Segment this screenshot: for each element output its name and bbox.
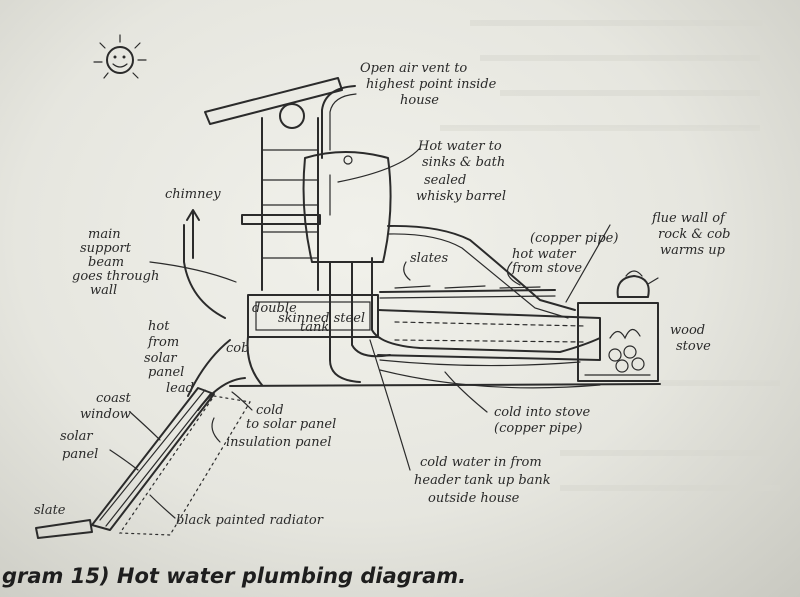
sun-icon: [93, 34, 147, 79]
diagram-labels: Open air vent to highest point inside ho…: [34, 61, 735, 528]
label-coast-window: coast window: [80, 391, 135, 422]
kettle-icon: [616, 270, 659, 298]
label-wood-stove: wood stove: [670, 323, 711, 354]
label-chimney: chimney: [165, 187, 221, 202]
slates-roof: [379, 285, 556, 299]
header-tower: [241, 103, 321, 291]
whisky-barrel: [302, 151, 392, 263]
flue-duct: [377, 309, 601, 367]
label-cold-solar: cold to solar panel: [246, 403, 336, 432]
label-copper-pipe-top: (copper pipe): [530, 231, 618, 246]
solar-panel: [91, 339, 246, 531]
label-solar-panel: solar panel: [60, 429, 98, 462]
faded-body-text: [440, 20, 780, 491]
ground-line: [229, 369, 661, 389]
label-double-skin: double skinned steel tank: [252, 301, 369, 335]
label-barrel: sealed whisky barrel: [416, 173, 506, 204]
wood-stove: [577, 302, 659, 382]
label-cold-header: cold water in from header tank up bank o…: [414, 455, 555, 506]
label-insulation: insulation panel: [226, 435, 332, 450]
label-hot-sinks: Hot water to sinks & bath: [417, 139, 506, 170]
label-radiator: black painted radiator: [176, 513, 324, 528]
label-hot-solar: hot from solar panel: [144, 319, 184, 380]
chimney-arrow-icon: [183, 209, 226, 319]
label-cob: cob: [226, 341, 249, 356]
caption-text: gram 15) Hot water plumbing diagram.: [2, 564, 467, 588]
label-flue-wall: flue wall of rock & cob warms up: [651, 211, 735, 258]
steel-tank: [246, 294, 379, 386]
leader-lines: [109, 147, 611, 519]
label-cold-stove: cold into stove (copper pipe): [494, 405, 594, 436]
insulation-panel: [118, 395, 251, 536]
roof-beam: [204, 77, 343, 125]
label-beam: main support beam goes through wall: [72, 227, 164, 298]
label-slate: slate: [34, 503, 66, 518]
figure-caption: gram 15) Hot water plumbing diagram.: [0, 560, 800, 597]
label-lead: lead: [166, 381, 194, 396]
slate-base: [35, 519, 93, 539]
vent-pipe: [321, 85, 357, 159]
label-slates: slates: [410, 251, 448, 266]
label-vent: Open air vent to highest point inside ho…: [360, 61, 501, 108]
label-hot-from-stove: hot water from stove: [511, 247, 582, 276]
